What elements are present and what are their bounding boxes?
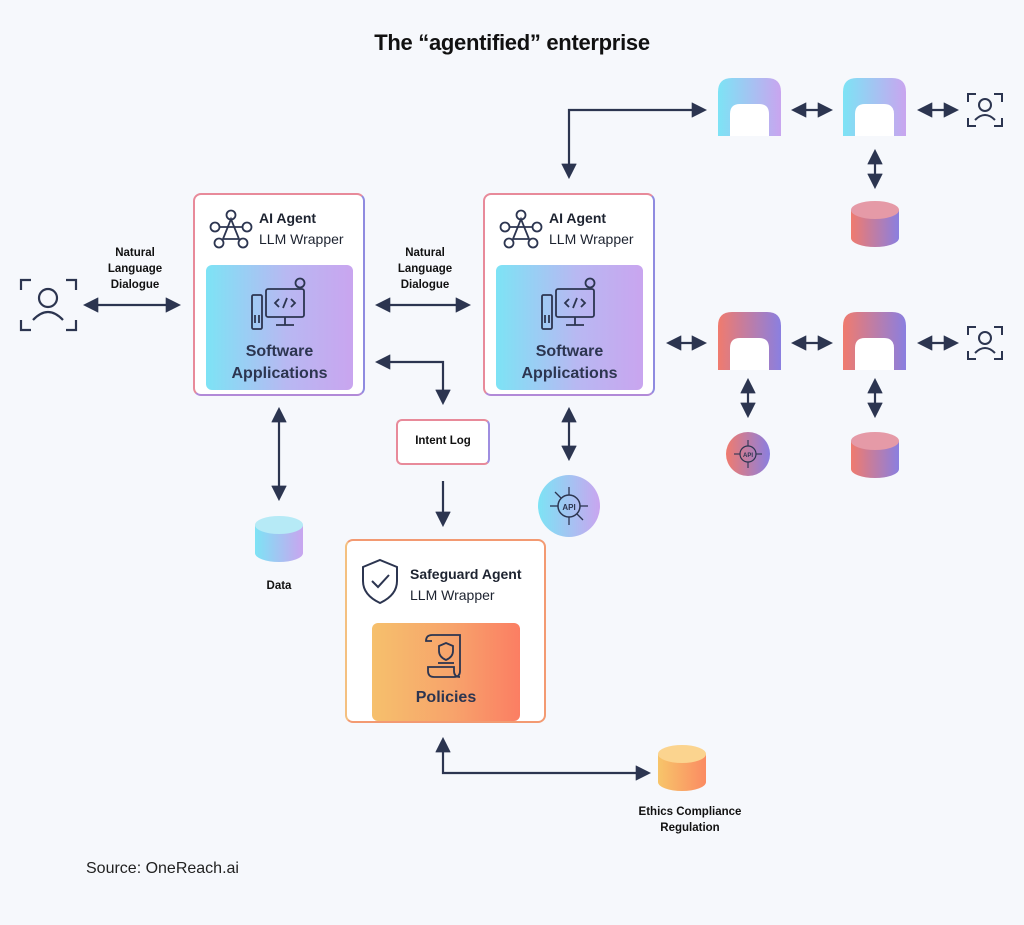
safeguard-subtitle: LLM Wrapper bbox=[410, 587, 495, 603]
agent-title: AI Agent bbox=[549, 210, 607, 226]
ai-agent-card-1: AI Agent LLM Wrapper Software Applicatio… bbox=[193, 193, 365, 396]
portal-top-2 bbox=[843, 78, 906, 136]
network-icon bbox=[209, 209, 253, 249]
api-icon: API bbox=[726, 432, 770, 476]
user-icon bbox=[967, 93, 1003, 127]
shield-check-icon bbox=[362, 558, 398, 605]
nl-dialogue-label-left: Natural Language Dialogue bbox=[107, 247, 163, 291]
ethics-label: Ethics Compliance Regulation bbox=[638, 806, 742, 834]
safeguard-title: Safeguard Agent bbox=[410, 566, 522, 582]
user-icon bbox=[967, 326, 1003, 360]
ai-agent-card-2: AI Agent LLM Wrapper Software Applicatio… bbox=[483, 193, 655, 396]
arrow-agent2-portal bbox=[561, 102, 708, 180]
computer-icon bbox=[541, 277, 596, 330]
portal-top-1 bbox=[718, 78, 781, 136]
software-applications-box: Software Applications bbox=[496, 265, 643, 390]
agent-subtitle: LLM Wrapper bbox=[549, 231, 634, 247]
page-title: The “agentified” enterprise bbox=[374, 30, 650, 55]
policies-box: Policies bbox=[372, 623, 520, 721]
portal-mid-1 bbox=[718, 312, 781, 370]
source-caption: Source: OneReach.ai bbox=[86, 860, 239, 877]
user-icon bbox=[19, 278, 78, 332]
arrow-safeguard-ethics bbox=[435, 736, 652, 781]
computer-icon bbox=[251, 277, 306, 330]
database-icon bbox=[851, 432, 899, 478]
policies-label: Policies bbox=[415, 689, 477, 706]
document-icon bbox=[425, 634, 461, 678]
database-icon bbox=[851, 201, 899, 247]
agent-subtitle: LLM Wrapper bbox=[259, 231, 344, 247]
database-icon bbox=[658, 745, 706, 791]
svg-text:API: API bbox=[562, 503, 575, 512]
software-applications-label: Software Applications bbox=[231, 343, 328, 382]
agent-title: AI Agent bbox=[259, 210, 317, 226]
svg-text:API: API bbox=[743, 453, 753, 459]
safeguard-agent-card: Safeguard Agent LLM Wrapper Policies bbox=[345, 539, 546, 723]
data-label: Data bbox=[266, 580, 292, 592]
software-applications-label: Software Applications bbox=[521, 343, 618, 382]
database-icon bbox=[255, 516, 303, 562]
intent-log-box: Intent Log bbox=[396, 419, 490, 465]
api-icon: API bbox=[538, 475, 600, 537]
portal-mid-2 bbox=[843, 312, 906, 370]
arrow-agent1-intent bbox=[374, 354, 451, 406]
nl-dialogue-label-mid: Natural Language Dialogue bbox=[397, 247, 453, 291]
network-icon bbox=[499, 209, 543, 249]
software-applications-box: Software Applications bbox=[206, 265, 353, 390]
